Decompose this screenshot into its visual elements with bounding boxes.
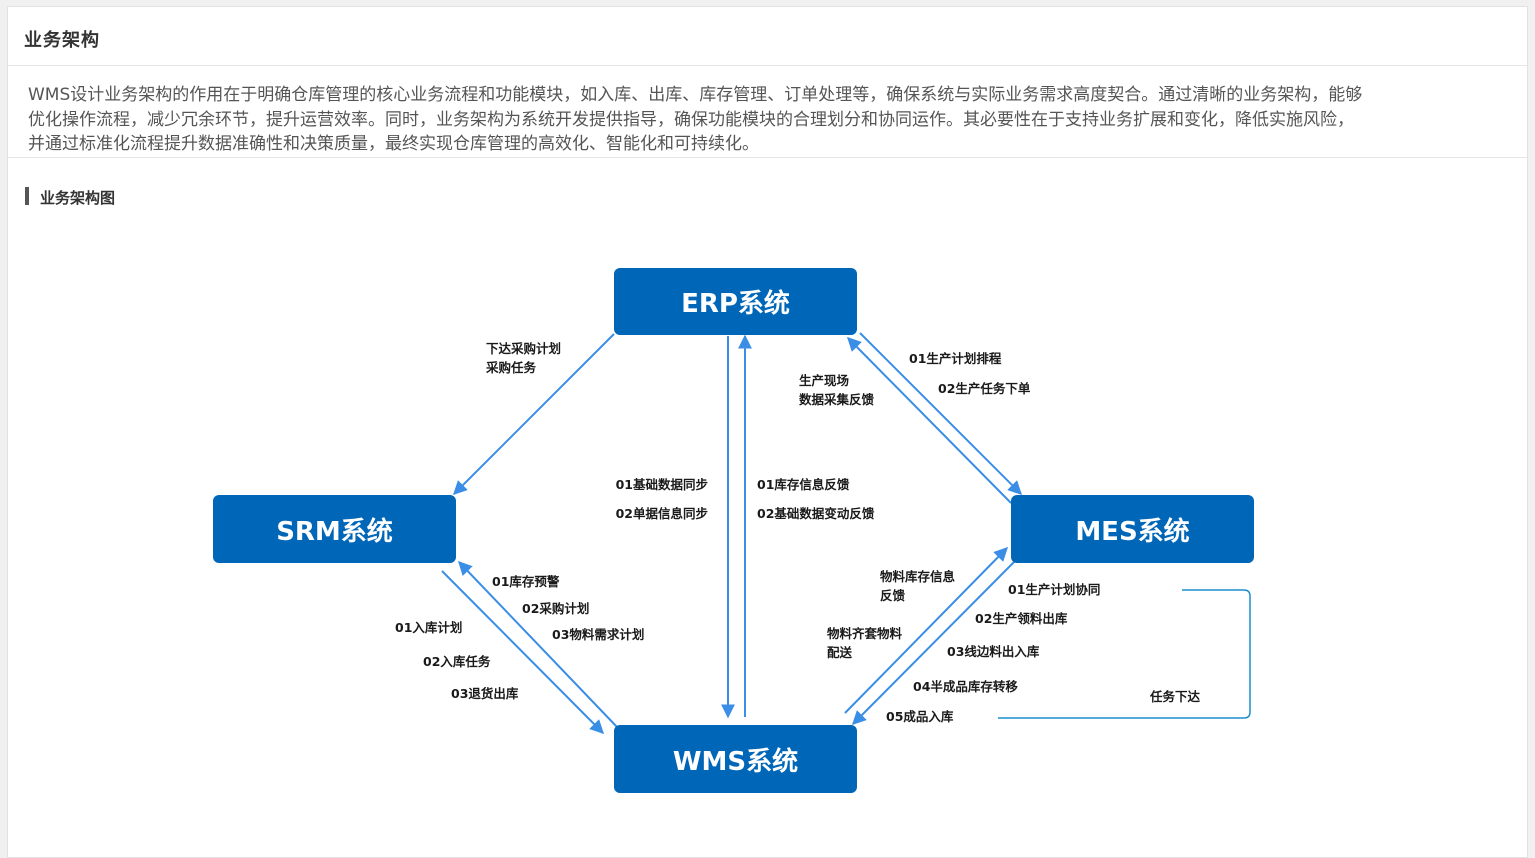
- arrow-mes-to-erp: [847, 337, 1012, 504]
- edge-label: 反馈: [880, 588, 906, 603]
- edge-label: 配送: [827, 645, 853, 660]
- section-marker: [25, 187, 29, 205]
- edge-label: 01库存预警: [492, 574, 560, 589]
- edge-label: 02生产领料出库: [975, 611, 1068, 626]
- card-header: 业务架构: [8, 7, 1527, 66]
- arrow-srm-to-wms: [441, 570, 604, 734]
- content-card: 业务架构 WMS设计业务架构的作用在于明确仓库管理的核心业务流程和功能模块，如入…: [7, 6, 1528, 858]
- intro-line: WMS设计业务架构的作用在于明确仓库管理的核心业务流程和功能模块，如入库、出库、…: [28, 85, 1363, 105]
- edge-label: 04半成品库存转移: [913, 679, 1018, 694]
- edge-label: 02基础数据变动反馈: [757, 506, 875, 521]
- edge-label: 03退货出库: [451, 686, 519, 701]
- section-title: 业务架构图: [40, 189, 116, 207]
- edge-label: 01基础数据同步: [616, 477, 708, 492]
- edge-label: 下达采购计划: [486, 341, 561, 356]
- edge-label: 02单据信息同步: [616, 506, 708, 521]
- intro-line: 优化操作流程，减少冗余环节，提升运营效率。同时，业务架构为系统开发提供指导，确保…: [28, 109, 1354, 130]
- wms-node: WMS系统: [614, 725, 857, 793]
- arrow-erp-to-mes: [859, 332, 1022, 495]
- edge-label: 05成品入库: [886, 709, 954, 724]
- edge-label: 02采购计划: [522, 601, 589, 616]
- task-bracket: [998, 589, 1251, 719]
- edge-label: 02入库任务: [423, 654, 491, 669]
- srm-node-label: SRM系统: [276, 516, 393, 547]
- task-label: 任务下达: [1149, 689, 1201, 704]
- page-title: 业务架构: [24, 30, 100, 51]
- intro-line: 并通过标准化流程提升数据准确性和决策质量，最终实现仓库管理的高效化、智能化和可持…: [28, 134, 759, 154]
- edge-label: 生产现场: [799, 373, 849, 388]
- edge-label: 03物料需求计划: [552, 627, 644, 642]
- srm-node: SRM系统: [213, 495, 456, 563]
- edge-label: 采购任务: [485, 360, 537, 375]
- edge-label: 01生产计划协同: [1008, 582, 1100, 597]
- intro-paragraph: WMS设计业务架构的作用在于明确仓库管理的核心业务流程和功能模块，如入库、出库、…: [28, 83, 1453, 157]
- edge-label: 03线边料出入库: [947, 644, 1040, 659]
- edge-label: 数据采集反馈: [798, 392, 875, 407]
- edge-label: 01入库计划: [395, 620, 462, 635]
- wms-node-label: WMS系统: [673, 746, 798, 777]
- edge-label: 物料库存信息: [880, 569, 956, 584]
- edge-label: 02生产任务下单: [938, 381, 1031, 396]
- arrow-wms-to-mes: [844, 547, 1008, 714]
- edge-label: 物料齐套物料: [827, 626, 903, 641]
- mes-node-label: MES系统: [1075, 516, 1189, 547]
- erp-node-label: ERP系统: [681, 288, 790, 319]
- arrow-mes-to-wms: [852, 559, 1017, 725]
- edge-label: 01生产计划排程: [909, 351, 1002, 366]
- edge-label: 01库存信息反馈: [757, 477, 850, 492]
- arrow-wms-to-srm: [458, 560, 618, 728]
- erp-node: ERP系统: [614, 268, 857, 335]
- mes-node: MES系统: [1011, 495, 1254, 563]
- divider: [8, 157, 1527, 158]
- arrow-erp-to-srm: [453, 333, 615, 495]
